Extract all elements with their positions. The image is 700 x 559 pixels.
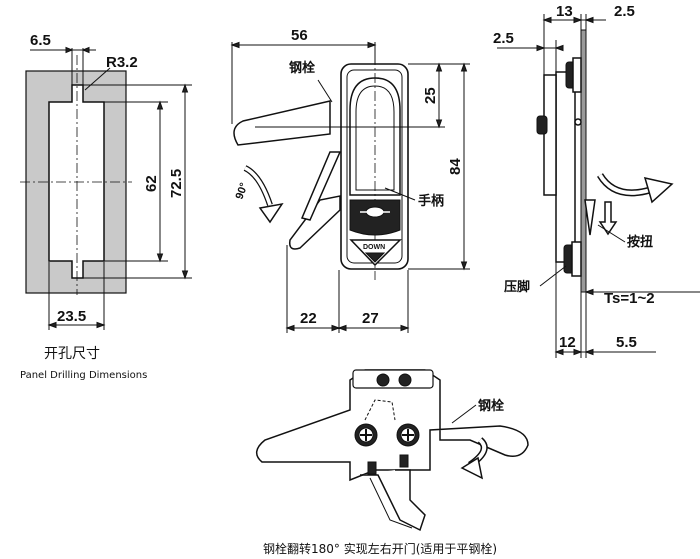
dim-depth: 13 — [556, 3, 573, 20]
side-arrow-core — [598, 173, 651, 195]
bottom-nut-left — [376, 373, 390, 387]
rotation-arrow-core — [244, 166, 272, 206]
side-view: 按扭 压脚 13 2.5 2.5 Ts=1~2 12 5.5 — [493, 3, 700, 358]
dim-arrows — [554, 348, 594, 356]
leader-bottom-bolt — [451, 404, 477, 424]
bottom-screw-right — [396, 423, 420, 447]
dim-left-offset: 22 — [300, 310, 317, 327]
dim-arrows — [536, 44, 564, 52]
panel-cutout — [48, 84, 105, 279]
rotation-arrow-icon — [258, 202, 284, 224]
bottom-screw-left — [354, 423, 378, 447]
bottom-nut-right — [398, 373, 412, 387]
dim-bolt-length: 56 — [291, 27, 308, 44]
dim-slot-width: 6.5 — [30, 32, 51, 49]
bottom-dashed-latch — [364, 399, 396, 421]
bolt-arm — [233, 100, 331, 146]
bottom-view: 钢栓 钢栓翻转180° 实现左右开门(适用于平钢栓) — [256, 369, 529, 556]
dim-panel-width: 23.5 — [57, 308, 86, 325]
leader-foot — [539, 265, 567, 287]
door-panel — [580, 29, 587, 293]
side-body — [555, 71, 576, 263]
push-down-icon — [598, 201, 618, 236]
dim-radius: R3.2 — [106, 54, 138, 71]
dim-bottom-depth: 12 — [559, 334, 576, 351]
dim-arrows — [65, 46, 90, 54]
down-arrow-icon — [364, 252, 386, 263]
label-bottom-bolt: 钢栓 — [478, 398, 504, 414]
bottom-body — [256, 369, 529, 482]
caption-en: Panel Drilling Dimensions — [20, 370, 147, 381]
latch-tongue — [300, 151, 342, 221]
bottom-rotate-icon — [460, 456, 484, 480]
dim-arrows — [181, 83, 189, 280]
dim-inner-height: 62 — [143, 175, 160, 192]
side-rotate-icon — [643, 176, 674, 204]
front-view: DOWN 90° 钢栓 手柄 56 25 84 — [230, 27, 470, 333]
dim-arrows — [230, 41, 377, 49]
bottom-small-pin-left — [367, 461, 377, 475]
dim-thickness: Ts=1~2 — [604, 290, 655, 307]
dim-top-offset: 25 — [422, 87, 439, 104]
dim-arrows — [285, 324, 410, 332]
handle-inner — [355, 85, 395, 191]
top-nut-cap — [572, 57, 582, 93]
leader-button — [597, 224, 626, 243]
dim-top-gap: 2.5 — [493, 30, 514, 47]
dim-arrows — [47, 321, 106, 329]
bottom-hook-detail — [369, 477, 413, 529]
bottom-caption: 钢栓翻转180° 实现左右开门(适用于平钢栓) — [263, 541, 497, 556]
dim-arrows — [460, 62, 468, 271]
label-handle: 手柄 — [418, 193, 444, 209]
bottom-nut-cap — [571, 241, 582, 277]
dim-arrows — [156, 100, 164, 263]
panel-drilling-view: 6.5 R3.2 62 72.5 23.5 开孔尺寸 Panel Drillin… — [20, 32, 192, 381]
label-foot: 压脚 — [504, 279, 530, 295]
dim-top-right: 2.5 — [614, 3, 635, 20]
rotation-angle: 90° — [234, 181, 251, 201]
dim-arrows — [435, 62, 443, 129]
dim-height: 84 — [447, 158, 464, 175]
label-button: 按扭 — [627, 234, 653, 250]
push-label: DOWN — [363, 244, 385, 251]
label-bolt: 钢栓 — [289, 60, 315, 76]
leader-bolt — [317, 79, 333, 103]
dim-body-width: 27 — [362, 310, 379, 327]
side-screw — [574, 118, 582, 126]
bottom-top-bar — [352, 369, 434, 389]
leader-handle — [384, 187, 416, 201]
side-pin — [536, 115, 548, 135]
bottom-small-pin-right — [399, 454, 409, 468]
dim-bottom-right: 5.5 — [616, 334, 637, 351]
caption-cn: 开孔尺寸 — [44, 346, 100, 362]
dim-outer-height: 72.5 — [168, 169, 185, 198]
bottom-hook — [360, 469, 426, 532]
side-flange — [543, 74, 557, 196]
side-trigger — [584, 199, 596, 236]
dim-arrows — [584, 288, 594, 296]
radius-leader — [84, 67, 111, 91]
